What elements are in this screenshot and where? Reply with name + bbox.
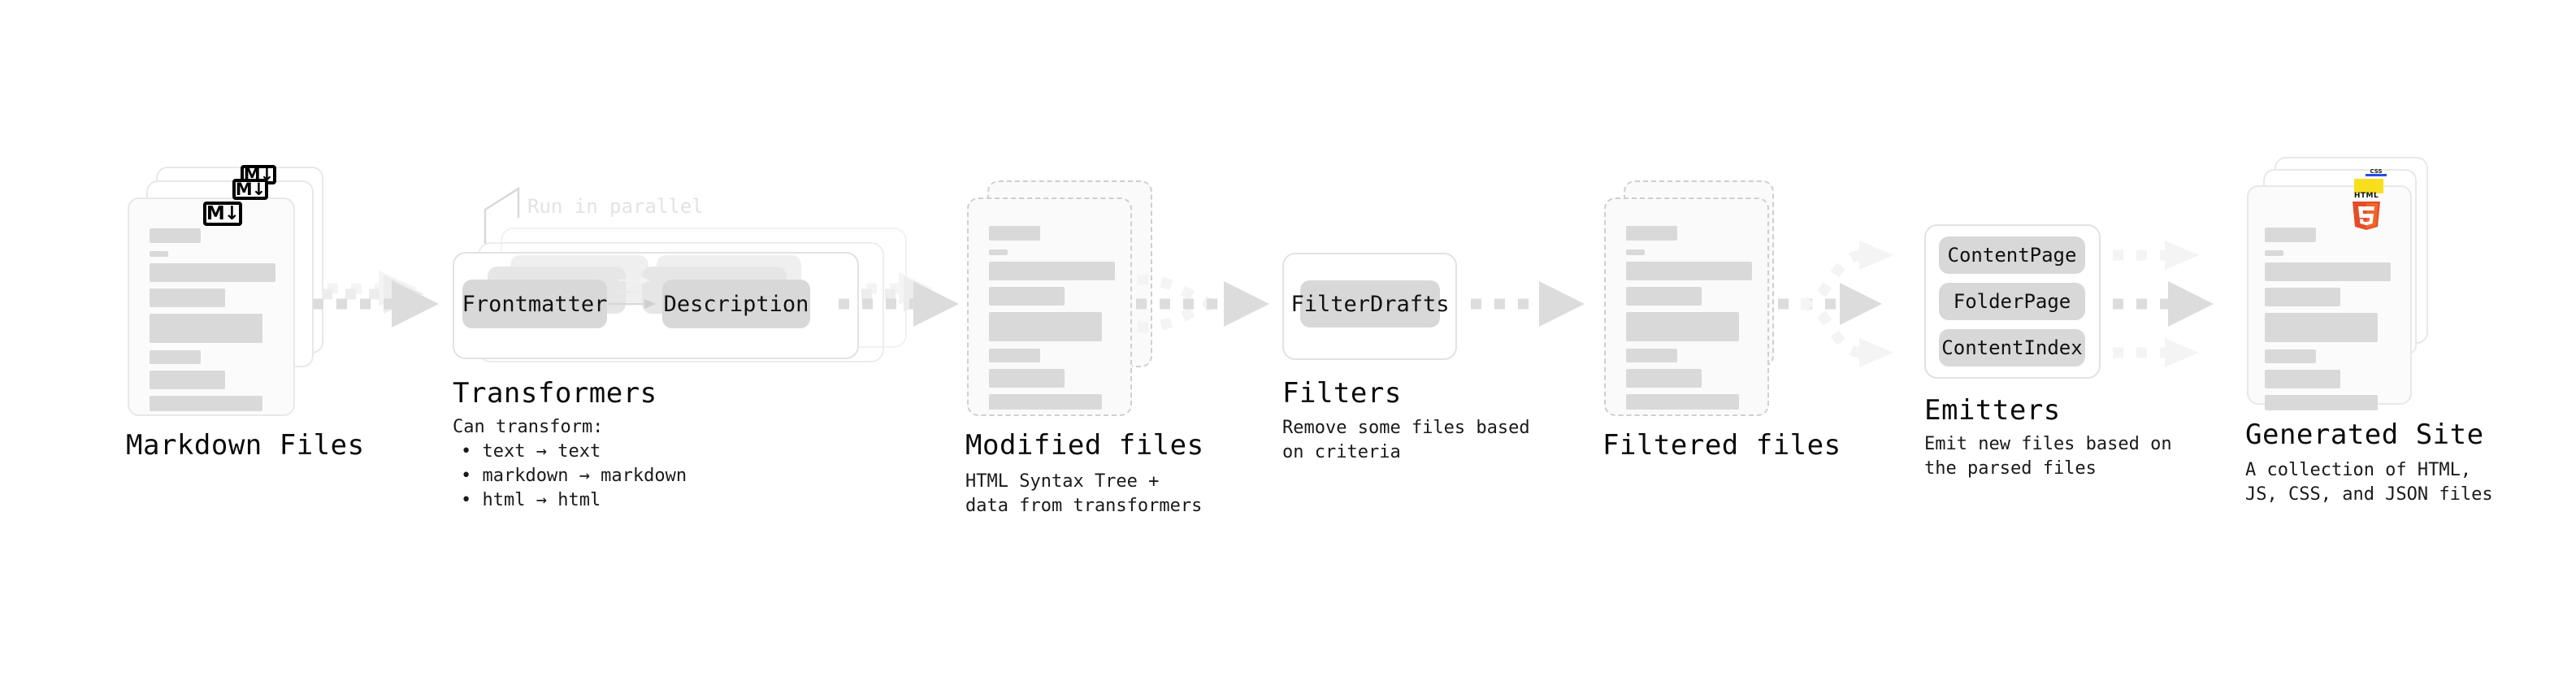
markdown-card-lines (129, 199, 293, 414)
connector-md-to-transformers (313, 271, 439, 327)
svg-text:CSS: CSS (2370, 168, 2382, 175)
emitters-pill-folderpage[interactable]: FolderPage (1939, 283, 2085, 320)
filters-pill-filterdrafts[interactable]: FilterDrafts (1290, 280, 1450, 327)
run-in-parallel-note: Run in parallel (527, 195, 704, 218)
markdown-icon: M↓ (203, 202, 242, 226)
transformers-pill-description[interactable]: Description (662, 280, 810, 328)
emitters-title: Emitters (1924, 394, 2061, 427)
css-icon: CSS (2366, 165, 2387, 176)
html5-icon: HTML (2348, 189, 2384, 232)
transformers-bullet-2: • html → html (461, 490, 601, 510)
emitters-pill-contentpage[interactable]: ContentPage (1939, 236, 2085, 274)
markdown-card-front (128, 197, 295, 416)
filtered-card-lines (1606, 199, 1767, 414)
filtered-card-front (1604, 197, 1769, 416)
transformers-bullet-1: • markdown → markdown (461, 466, 687, 486)
generated-site-subtitle: A collection of HTML, JS, CSS, and JSON … (2245, 460, 2493, 505)
emitters-subtitle: Emit new files based on the parsed files (1924, 434, 2172, 479)
transformers-bullet-0: • text → text (461, 441, 601, 462)
filtered-files-title: Filtered files (1602, 429, 1841, 462)
generated-card-lines (2249, 187, 2410, 410)
connector-filters-to-filtered (1471, 281, 1585, 327)
emitters-pill-contentindex[interactable]: ContentIndex (1939, 329, 2085, 367)
modified-card-lines (969, 199, 1130, 414)
connector-modified-to-filters (1136, 274, 1269, 333)
markdown-icon-back-1: M↓ (232, 179, 268, 200)
connector-filtered-to-emitters (1778, 241, 1893, 367)
filters-subtitle: Remove some files based on criteria (1282, 418, 1530, 462)
connector-emitters-to-site (2113, 241, 2214, 367)
generated-card-front (2247, 185, 2412, 410)
transformers-subtitle: Can transform: (453, 417, 604, 437)
transformers-bullets: • text → text • markdown → markdown • ht… (461, 440, 687, 513)
filters-title: Filters (1282, 377, 1402, 410)
generated-site-title: Generated Site (2245, 419, 2484, 451)
modified-card-front (967, 197, 1132, 416)
transformers-title: Transformers (453, 377, 657, 410)
markdown-files-title: Markdown Files (126, 429, 365, 462)
transformers-pill-frontmatter[interactable]: Frontmatter (462, 280, 607, 328)
svg-text:HTML: HTML (2354, 192, 2379, 200)
modified-files-title: Modified files (965, 429, 1204, 462)
js-icon (2354, 179, 2383, 193)
modified-files-subtitle: HTML Syntax Tree + data from transformer… (965, 471, 1203, 516)
